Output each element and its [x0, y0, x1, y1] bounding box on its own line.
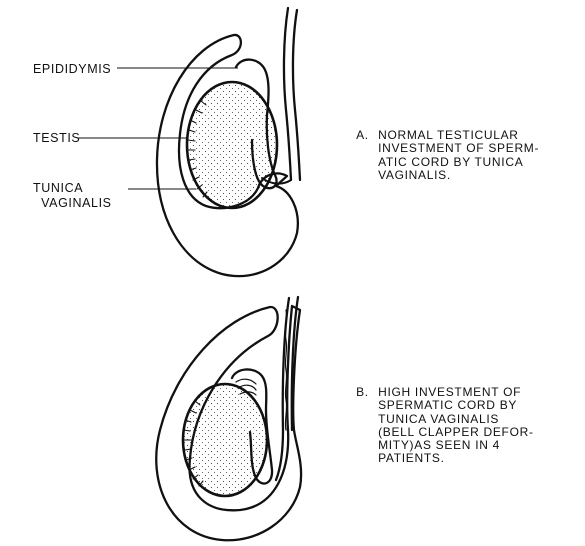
- caption-a-letter: A.: [356, 129, 378, 142]
- caption-b-letter: B.: [356, 386, 378, 399]
- caption-a: A.NORMAL TESTICULAR INVESTMENT OF SPERM-…: [348, 116, 539, 182]
- spermatic-cord-a: [284, 8, 291, 180]
- caption-a-text: NORMAL TESTICULAR INVESTMENT OF SPERM- A…: [378, 129, 539, 182]
- diagram-b: [156, 297, 301, 540]
- label-epididymis: EPIDIDYMIS: [33, 62, 111, 77]
- label-tunica-vaginalis: TUNICA VAGINALIS: [33, 181, 112, 211]
- caption-b-text: HIGH INVESTMENT OF SPERMATIC CORD BY TUN…: [378, 386, 534, 465]
- label-testis: TESTIS: [33, 131, 80, 146]
- diagram-a: [157, 8, 300, 276]
- caption-b: B.HIGH INVESTMENT OF SPERMATIC CORD BY T…: [348, 373, 534, 465]
